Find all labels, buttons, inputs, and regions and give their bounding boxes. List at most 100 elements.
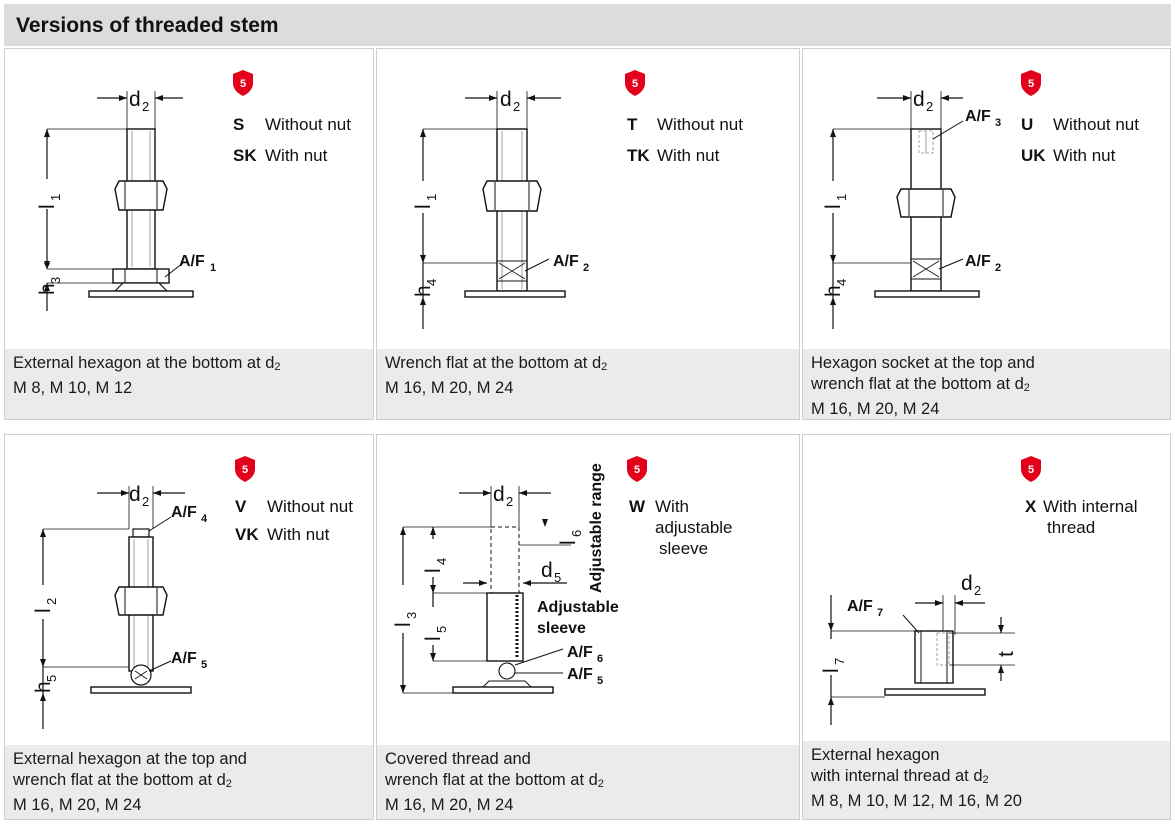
svg-text:2: 2 [995, 262, 1001, 274]
dim-h: h [36, 283, 59, 295]
caption-w: Covered thread and wrench flat at the bo… [377, 745, 799, 819]
svg-text:5: 5 [44, 675, 59, 682]
dim-d: d [129, 88, 141, 111]
svg-text:Adjustable range: Adjustable range [588, 463, 605, 593]
svg-text:d: d [129, 483, 141, 506]
variant-panel-u: d 2 l 1 h 4 A/F 3 A/F 2 [802, 48, 1171, 420]
svg-text:5: 5 [242, 464, 248, 476]
svg-text:4: 4 [424, 279, 439, 286]
svg-text:7: 7 [832, 658, 847, 665]
svg-text:l: l [557, 540, 580, 545]
drawing-u: d 2 l 1 h 4 A/F 3 A/F 2 [822, 88, 1001, 329]
drawing-w: d 2 l 3 l 4 l 5 [392, 463, 619, 694]
code-row-x-line2: thread [1047, 518, 1096, 537]
svg-text:A/F: A/F [847, 598, 873, 615]
svg-text:h: h [412, 285, 435, 297]
drawing-s: d 2 l 1 h 3 [36, 88, 216, 311]
svg-text:h: h [32, 681, 55, 693]
svg-text:A/F: A/F [567, 666, 593, 683]
svg-text:sleeve: sleeve [537, 620, 586, 637]
badge-icon: 5 [625, 70, 645, 96]
svg-text:2: 2 [44, 598, 59, 605]
svg-text:7: 7 [877, 607, 883, 619]
svg-text:2: 2 [506, 494, 513, 509]
drawing-x: d 2 l 7 A/F 7 t [820, 572, 1018, 725]
svg-text:h: h [822, 285, 845, 297]
variant-panel-s: d 2 l 1 h 3 [4, 48, 374, 420]
svg-text:l: l [820, 668, 843, 673]
svg-text:t: t [995, 651, 1018, 657]
label-af: A/F [179, 253, 205, 270]
svg-text:l: l [412, 204, 435, 209]
badge-icon: 5 [233, 70, 253, 96]
badge-icon: 5 [1021, 70, 1041, 96]
svg-text:A/F: A/F [567, 644, 593, 661]
drawing-t: d 2 l 1 h 4 A/F 2 [412, 88, 589, 329]
dim-l: l [36, 204, 59, 209]
label-af-sub: 1 [210, 262, 216, 274]
svg-text:5: 5 [434, 626, 449, 633]
svg-text:l: l [422, 636, 445, 641]
svg-text:l: l [822, 204, 845, 209]
svg-text:4: 4 [834, 279, 849, 286]
svg-text:d: d [493, 483, 505, 506]
badge-icon: 5 [235, 456, 255, 482]
svg-text:5: 5 [597, 675, 603, 687]
svg-text:5: 5 [1028, 464, 1034, 476]
caption-t: Wrench flat at the bottom at d2 M 16, M … [377, 349, 799, 419]
svg-text:l: l [392, 622, 415, 627]
section-header: Versions of threaded stem [4, 4, 1171, 46]
svg-text:5: 5 [634, 464, 640, 476]
svg-text:5: 5 [554, 570, 561, 585]
svg-text:A/F: A/F [171, 504, 197, 521]
dim-l-sub: 1 [48, 194, 63, 201]
code-row-w-line3: sleeve [659, 539, 709, 558]
badge-icon: 5 [1021, 456, 1041, 482]
svg-text:2: 2 [926, 99, 933, 114]
drawing-v: d 2 l 2 h 5 A/F 4 A/F 5 [32, 483, 208, 729]
variant-panel-w: d 2 l 3 l 4 l 5 [376, 434, 800, 820]
svg-text:2: 2 [583, 262, 589, 274]
svg-text:5: 5 [632, 78, 638, 90]
svg-text:5: 5 [201, 659, 207, 671]
svg-text:d: d [541, 559, 553, 582]
svg-text:d: d [961, 572, 973, 595]
dim-d-sub: 2 [142, 99, 149, 114]
caption-u: Hexagon socket at the top and wrench fla… [803, 349, 1170, 419]
svg-text:2: 2 [142, 494, 149, 509]
caption-v: External hexagon at the top and wrench f… [5, 745, 373, 819]
svg-text:5: 5 [1028, 78, 1034, 90]
svg-text:6: 6 [569, 530, 584, 537]
variant-panel-t: d 2 l 1 h 4 A/F 2 5 [376, 48, 800, 420]
svg-text:3: 3 [404, 612, 419, 619]
caption-x: External hexagon with internal thread at… [803, 741, 1170, 819]
svg-text:A/F: A/F [171, 650, 197, 667]
dim-h-sub: 3 [48, 277, 63, 284]
svg-text:A/F: A/F [965, 108, 991, 125]
svg-text:A/F: A/F [965, 253, 991, 270]
variant-panel-v: d 2 l 2 h 5 A/F 4 A/F 5 [4, 434, 374, 820]
svg-text:d: d [500, 88, 512, 111]
caption-s: External hexagon at the bottom at d2 M 8… [5, 349, 373, 419]
svg-text:3: 3 [995, 117, 1001, 129]
svg-text:1: 1 [834, 194, 849, 201]
svg-text:5: 5 [240, 78, 246, 90]
section-title: Versions of threaded stem [16, 14, 279, 37]
svg-text:4: 4 [434, 558, 449, 565]
badge-icon: 5 [627, 456, 647, 482]
svg-text:1: 1 [424, 194, 439, 201]
code-row-w-line2: adjustable [655, 518, 733, 537]
svg-text:A/F: A/F [553, 253, 579, 270]
svg-text:2: 2 [974, 583, 981, 598]
